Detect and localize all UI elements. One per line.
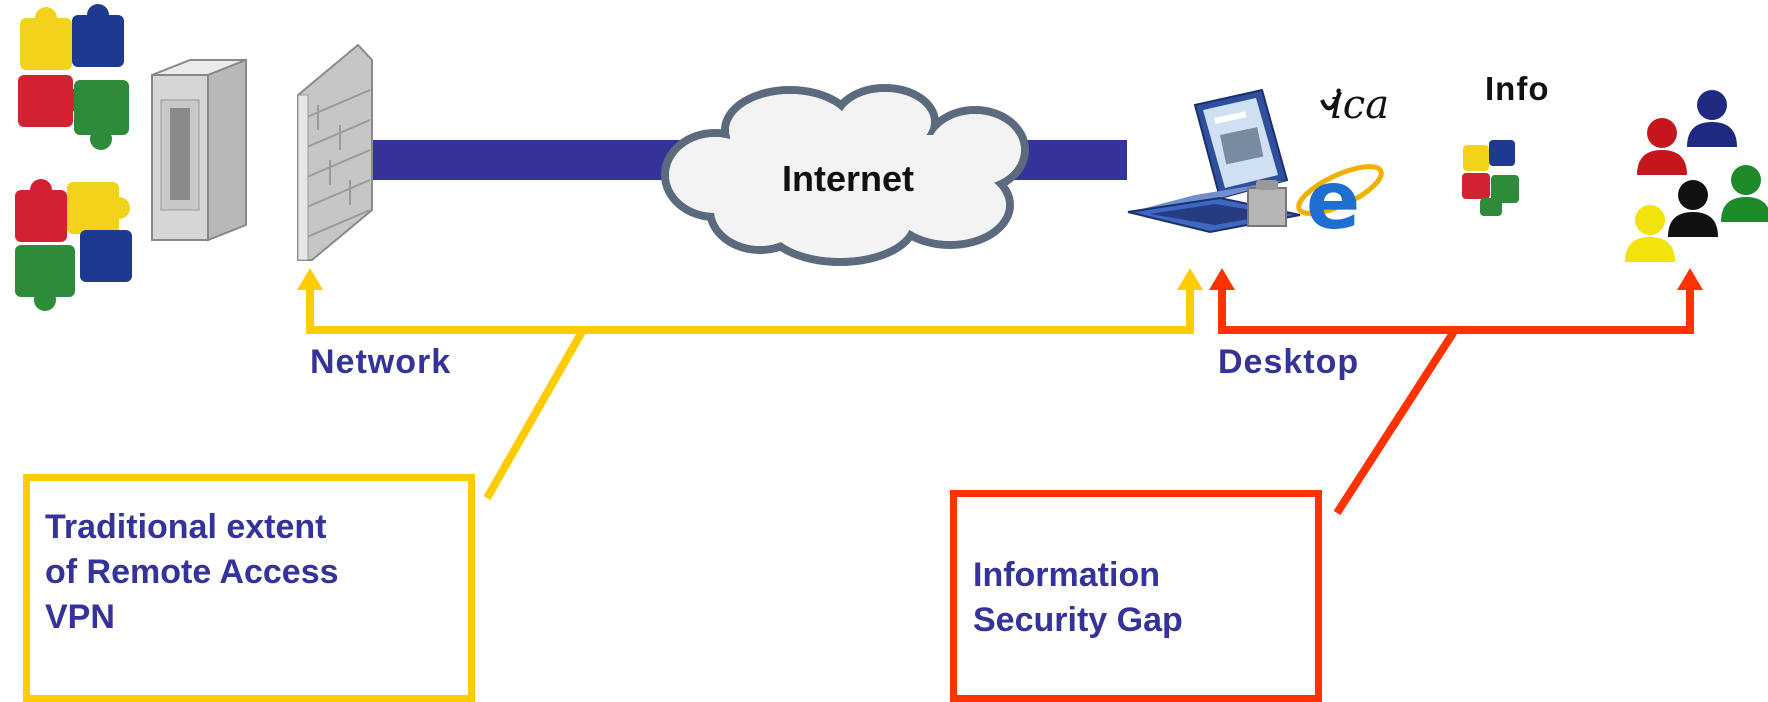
network-label: Network [310,343,452,381]
ica-logo: ica [1320,82,1389,128]
desktop-label: Desktop [1218,343,1360,381]
svg-text:e: e [1306,154,1360,247]
server-icon [151,58,247,242]
vpn-extent-text: Traditional extent of Remote Access VPN [45,508,339,636]
user-group-icon [1625,90,1768,262]
user-yellow-icon [1625,205,1675,262]
laptop-icon [1127,88,1301,234]
user-black-icon [1668,180,1718,237]
internet-cloud-icon [661,84,1029,266]
security-gap-text: Information Security Gap [973,556,1183,639]
svg-text:ica: ica [1330,82,1389,128]
user-blue-icon [1687,90,1737,147]
firewall-icon [297,43,373,261]
internet-explorer-icon: e [1296,154,1384,247]
info-puzzle-icon [1462,140,1519,216]
user-red-icon [1637,118,1687,175]
internet-label: Internet [782,158,915,199]
info-label: Info [1485,70,1550,107]
network-bracket [297,268,1203,500]
desktop-bracket [1209,268,1703,516]
user-green-icon [1721,165,1768,222]
puzzle-pieces-icon [15,4,132,311]
